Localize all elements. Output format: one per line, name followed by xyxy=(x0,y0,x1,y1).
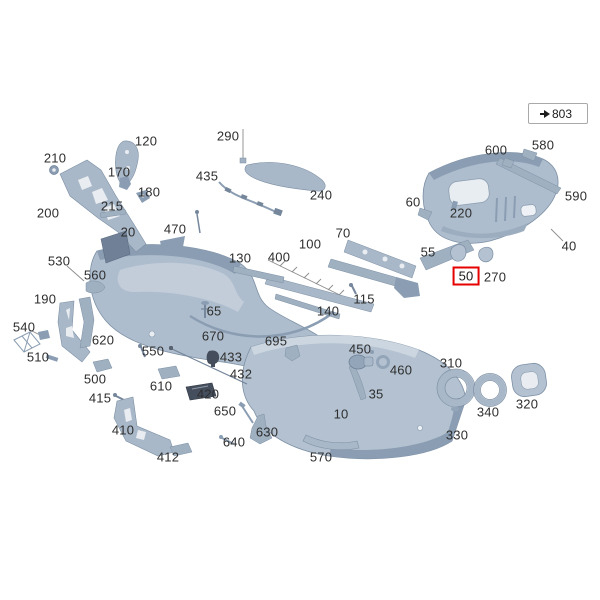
part-label-540[interactable]: 540 xyxy=(12,319,36,335)
part-label-130[interactable]: 130 xyxy=(228,250,252,266)
part-label-240[interactable]: 240 xyxy=(309,187,333,203)
part-label-310[interactable]: 310 xyxy=(439,355,463,371)
part-label-570[interactable]: 570 xyxy=(309,449,333,465)
part-label-460[interactable]: 460 xyxy=(389,362,413,378)
part-label-580[interactable]: 580 xyxy=(531,137,555,153)
part-label-330[interactable]: 330 xyxy=(445,427,469,443)
part-label-200[interactable]: 200 xyxy=(36,205,60,221)
part-label-70[interactable]: 70 xyxy=(335,225,351,241)
part-label-210[interactable]: 210 xyxy=(43,150,67,166)
part-label-10[interactable]: 10 xyxy=(333,406,349,422)
part-label-432[interactable]: 432 xyxy=(229,366,253,382)
part-label-420[interactable]: 420 xyxy=(196,386,220,402)
part-label-140[interactable]: 140 xyxy=(316,303,340,319)
right-parts-drawings xyxy=(348,200,547,427)
part-label-40[interactable]: 40 xyxy=(561,238,577,254)
leader-lines xyxy=(29,129,564,336)
part-label-600[interactable]: 600 xyxy=(484,142,508,158)
part-label-270[interactable]: 270 xyxy=(483,269,507,285)
part-label-60[interactable]: 60 xyxy=(405,194,421,210)
part-label-50-highlighted[interactable]: 50 xyxy=(452,266,480,286)
part-label-610[interactable]: 610 xyxy=(149,378,173,394)
part-label-530[interactable]: 530 xyxy=(47,253,71,269)
part-label-640[interactable]: 640 xyxy=(222,434,246,450)
part-label-470[interactable]: 470 xyxy=(163,221,187,237)
part-label-35[interactable]: 35 xyxy=(368,386,384,402)
part-label-550[interactable]: 550 xyxy=(141,343,165,359)
arrow-right-icon xyxy=(539,109,550,118)
part-label-695[interactable]: 695 xyxy=(264,333,288,349)
part-label-120[interactable]: 120 xyxy=(134,133,158,149)
part-label-500[interactable]: 500 xyxy=(83,371,107,387)
diagram-reference-link[interactable]: 803 xyxy=(528,103,588,124)
part-label-290[interactable]: 290 xyxy=(216,128,240,144)
part-label-215[interactable]: 215 xyxy=(100,198,124,214)
part-label-510[interactable]: 510 xyxy=(26,349,50,365)
part-label-412[interactable]: 412 xyxy=(156,449,180,465)
part-label-630[interactable]: 630 xyxy=(255,424,279,440)
part-label-560[interactable]: 560 xyxy=(83,267,107,283)
part-label-400[interactable]: 400 xyxy=(267,249,291,265)
part-label-415[interactable]: 415 xyxy=(88,390,112,406)
part-label-170[interactable]: 170 xyxy=(107,164,131,180)
part-label-650[interactable]: 650 xyxy=(213,403,237,419)
part-label-115[interactable]: 115 xyxy=(353,291,375,307)
part-label-65[interactable]: 65 xyxy=(206,303,222,319)
part-label-450[interactable]: 450 xyxy=(348,341,372,357)
bumper-skin-drawing xyxy=(241,334,467,460)
part-label-620[interactable]: 620 xyxy=(91,332,115,348)
center-small-parts-drawings xyxy=(169,157,357,445)
part-label-670[interactable]: 670 xyxy=(201,328,225,344)
part-label-433[interactable]: 433 xyxy=(219,349,243,365)
left-brackets-drawings xyxy=(13,140,201,457)
part-label-220[interactable]: 220 xyxy=(449,205,473,221)
part-label-435[interactable]: 435 xyxy=(195,168,219,184)
reference-number: 803 xyxy=(551,106,573,121)
part-label-410[interactable]: 410 xyxy=(111,422,135,438)
part-label-20[interactable]: 20 xyxy=(120,224,136,240)
reinforcement-strips-drawings xyxy=(189,148,562,451)
part-label-320[interactable]: 320 xyxy=(515,396,539,412)
clip-position-ticks xyxy=(279,260,345,296)
part-label-190[interactable]: 190 xyxy=(33,291,57,307)
part-label-590[interactable]: 590 xyxy=(564,188,588,204)
part-label-180[interactable]: 180 xyxy=(137,184,161,200)
part-label-340[interactable]: 340 xyxy=(476,404,500,420)
part-label-55[interactable]: 55 xyxy=(420,244,436,260)
part-label-100[interactable]: 100 xyxy=(298,236,322,252)
